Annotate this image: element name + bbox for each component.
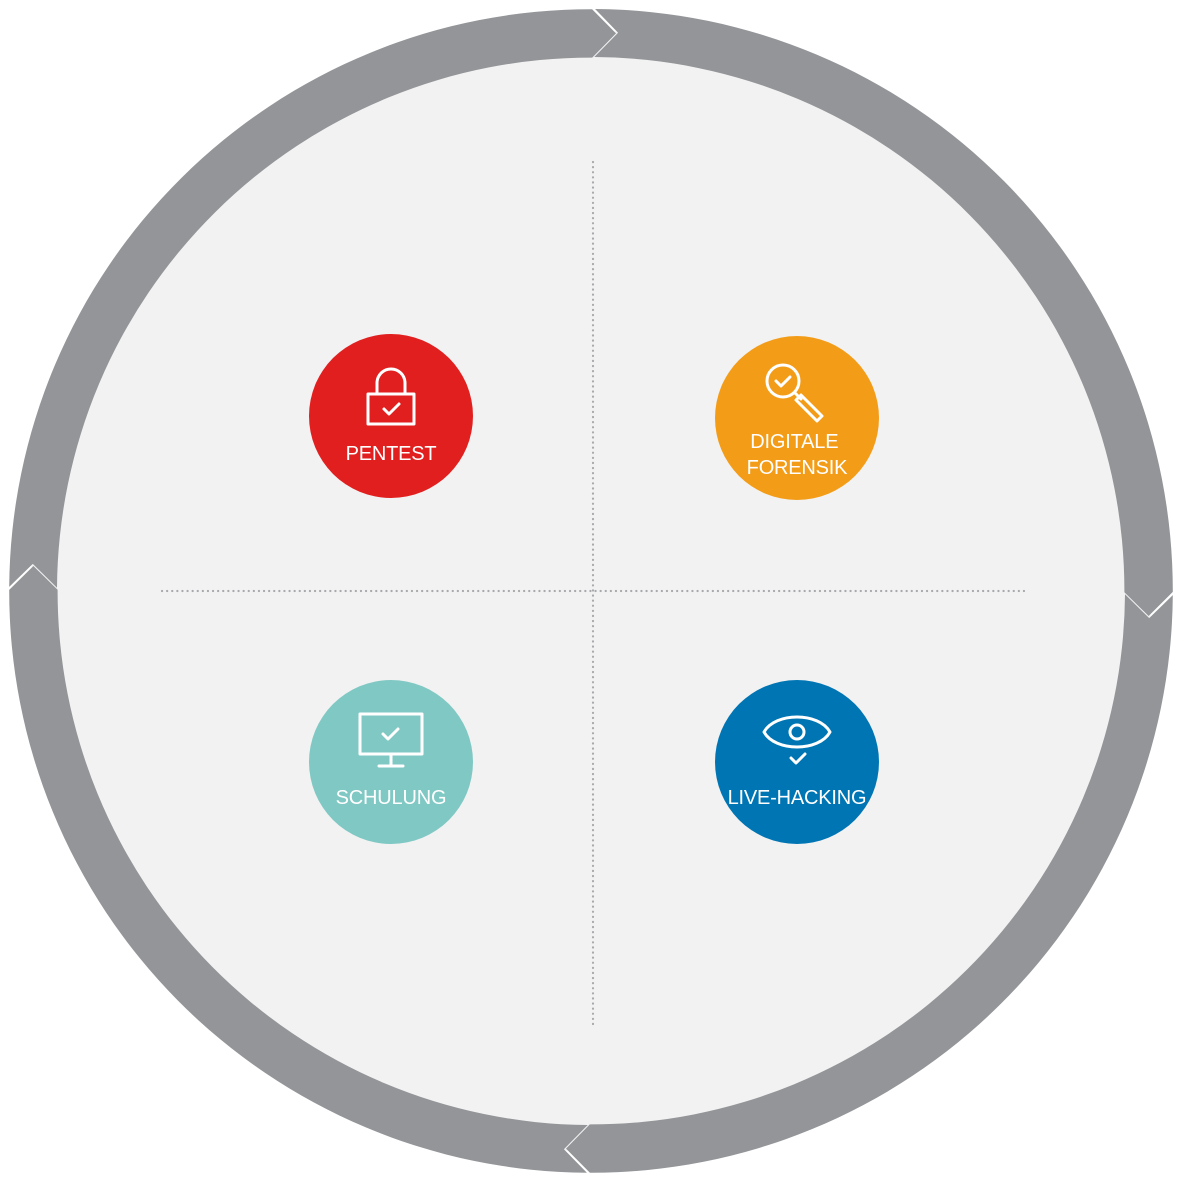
cycle-arrow-top-left (9, 9, 616, 588)
cycle-arrow-bottom-right (566, 594, 1173, 1173)
node-schulung[interactable]: SCHULUNG (309, 680, 473, 844)
cycle-arrow-bottom-left (9, 566, 588, 1173)
quadrant-dividers (160, 160, 1026, 1026)
node-pentest[interactable]: PENTEST (309, 334, 473, 498)
magnifier-check-icon (765, 363, 824, 423)
pentest-circle (309, 334, 473, 498)
forensik-label: DIGITALE FORENSIK (747, 431, 848, 479)
eye-check-icon (762, 715, 832, 765)
cycle-arrow-top-right (594, 9, 1173, 616)
padlock-check-icon (366, 367, 416, 426)
node-digitale-forensik[interactable]: DIGITALE FORENSIK (715, 336, 879, 500)
cycle-ring (9, 9, 1173, 1173)
forensik-circle (715, 336, 879, 500)
node-live-hacking[interactable]: LIVE-HACKING (715, 680, 879, 844)
monitor-check-icon (358, 712, 424, 768)
pentest-label: PENTEST (346, 443, 437, 465)
schulung-label: SCHULUNG (336, 787, 447, 809)
live-hacking-label: LIVE-HACKING (728, 787, 867, 809)
